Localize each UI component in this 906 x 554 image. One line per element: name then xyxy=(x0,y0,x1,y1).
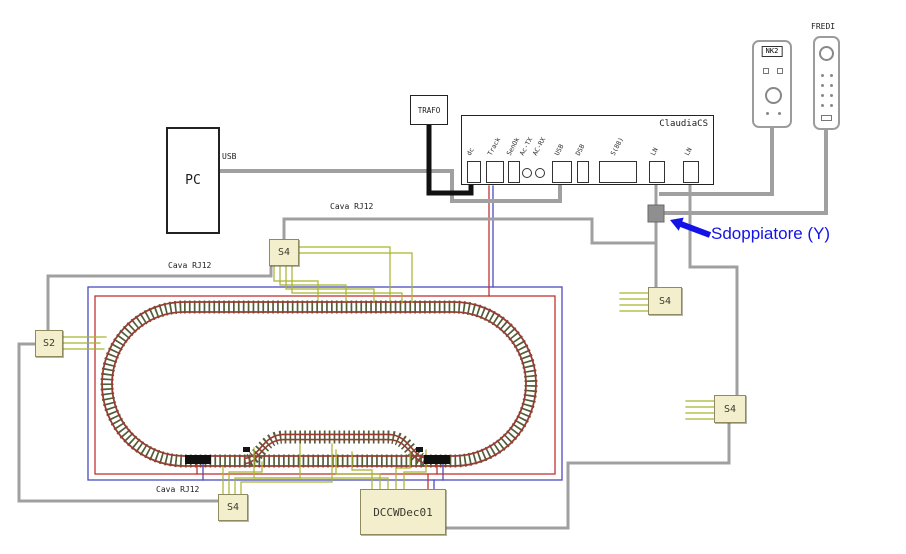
usb-cable-label: USB xyxy=(222,152,237,161)
fredi-button xyxy=(830,84,833,87)
port-dsb xyxy=(577,161,589,183)
fredi-knob xyxy=(819,46,834,61)
port-label-ln1: LN xyxy=(648,146,660,157)
module-s4-1: S4 xyxy=(269,239,299,266)
fredi-label: FREDI xyxy=(811,22,836,31)
pc-box: PC xyxy=(166,127,220,234)
track-connector-left xyxy=(185,455,211,464)
fredi-button xyxy=(821,74,824,77)
port-senok xyxy=(508,161,520,183)
trafo-label: TRAFO xyxy=(417,105,441,115)
port-actx-socket xyxy=(522,168,532,178)
pc-label: PC xyxy=(185,173,201,188)
sensor-wires xyxy=(62,246,715,495)
track-siding xyxy=(242,430,430,468)
port-s88 xyxy=(599,161,637,183)
fredi-connector xyxy=(821,115,832,121)
command-station: ClaudiaCS dc Track SenOk Ac-TX AC-RX USB… xyxy=(461,115,714,185)
ln2-to-s4-3 xyxy=(688,184,739,397)
siding-rail-bottom xyxy=(243,438,429,465)
trafo-box: TRAFO xyxy=(410,95,448,125)
siding-ties xyxy=(242,430,430,468)
port-usb xyxy=(552,161,572,183)
trafo-cable xyxy=(426,122,474,196)
nk2-label: NK2 xyxy=(761,46,783,57)
track-bus-red-loop xyxy=(94,295,556,475)
module-s4-3: S4 xyxy=(714,395,746,423)
nk2-button-left xyxy=(763,68,769,74)
turnout-mark-left xyxy=(243,447,250,452)
cable-label-left: Cava RJ12 xyxy=(168,261,212,270)
loconet-wires xyxy=(17,184,739,530)
track-oval xyxy=(100,300,538,468)
annotation-arrow xyxy=(670,217,712,238)
port-label-dc: dc xyxy=(464,146,476,157)
module-s4-1-label: S4 xyxy=(277,247,291,258)
track-connector-right xyxy=(424,455,450,464)
port-label-track: Track xyxy=(485,135,503,157)
port-ln-1 xyxy=(649,161,665,183)
nk2-led-right xyxy=(778,112,781,115)
module-s2: S2 xyxy=(35,330,63,357)
s4-1-to-s2 xyxy=(46,264,273,332)
track-rail-inner xyxy=(111,311,527,457)
track-rail-outer xyxy=(101,301,537,467)
pc-usb-cable xyxy=(219,169,562,203)
command-station-title: ClaudiaCS xyxy=(659,119,708,129)
siding-rail-top xyxy=(243,433,429,460)
fredi-button xyxy=(830,104,833,107)
track-ties xyxy=(100,300,538,468)
port-acrx-socket xyxy=(535,168,545,178)
nk2-knob xyxy=(765,87,782,104)
module-decoder-label: DCCWDec01 xyxy=(373,505,433,519)
usb-and-throttle-cables xyxy=(219,126,828,215)
s2-to-s4-4 xyxy=(17,342,220,503)
fredi-button xyxy=(821,104,824,107)
nk2-button-right xyxy=(777,68,783,74)
module-s4-4: S4 xyxy=(218,494,248,521)
module-s2-label: S2 xyxy=(42,338,56,349)
fredi-button xyxy=(830,94,833,97)
cable-label-bottom: Cava RJ12 xyxy=(156,485,200,494)
nk2-cable xyxy=(659,126,774,196)
port-ln-2 xyxy=(683,161,699,183)
rj12-top-run xyxy=(282,217,658,245)
port-label-s88: S(88) xyxy=(608,135,626,157)
port-label-dsb: DSB xyxy=(573,142,587,157)
splitter-annotation: Sdoppiatore (Y) xyxy=(711,224,831,243)
s4-3-down-run xyxy=(445,421,731,530)
throttle-nk2: NK2 xyxy=(752,40,792,128)
fredi-button xyxy=(830,74,833,77)
track-power-wires xyxy=(87,185,563,490)
y-splitter xyxy=(647,204,665,223)
module-decoder: DCCWDec01 xyxy=(360,489,446,535)
port-label-ln2: LN xyxy=(682,146,694,157)
module-s4-2: S4 xyxy=(648,287,682,315)
track-bus-blue-loop xyxy=(87,286,563,481)
fredi-button xyxy=(821,84,824,87)
fredi-button xyxy=(821,94,824,97)
port-dc xyxy=(467,161,481,183)
port-track xyxy=(486,161,504,183)
module-s4-4-label: S4 xyxy=(226,502,240,513)
module-s4-3-label: S4 xyxy=(723,403,737,415)
throttle-fredi xyxy=(813,36,840,130)
turnout-mark-right xyxy=(416,447,423,452)
cable-label-top: Cava RJ12 xyxy=(330,202,374,211)
fredi-cable xyxy=(664,128,828,215)
module-s4-2-label: S4 xyxy=(658,295,672,307)
nk2-led-left xyxy=(766,112,769,115)
port-label-usb: USB xyxy=(552,142,566,157)
